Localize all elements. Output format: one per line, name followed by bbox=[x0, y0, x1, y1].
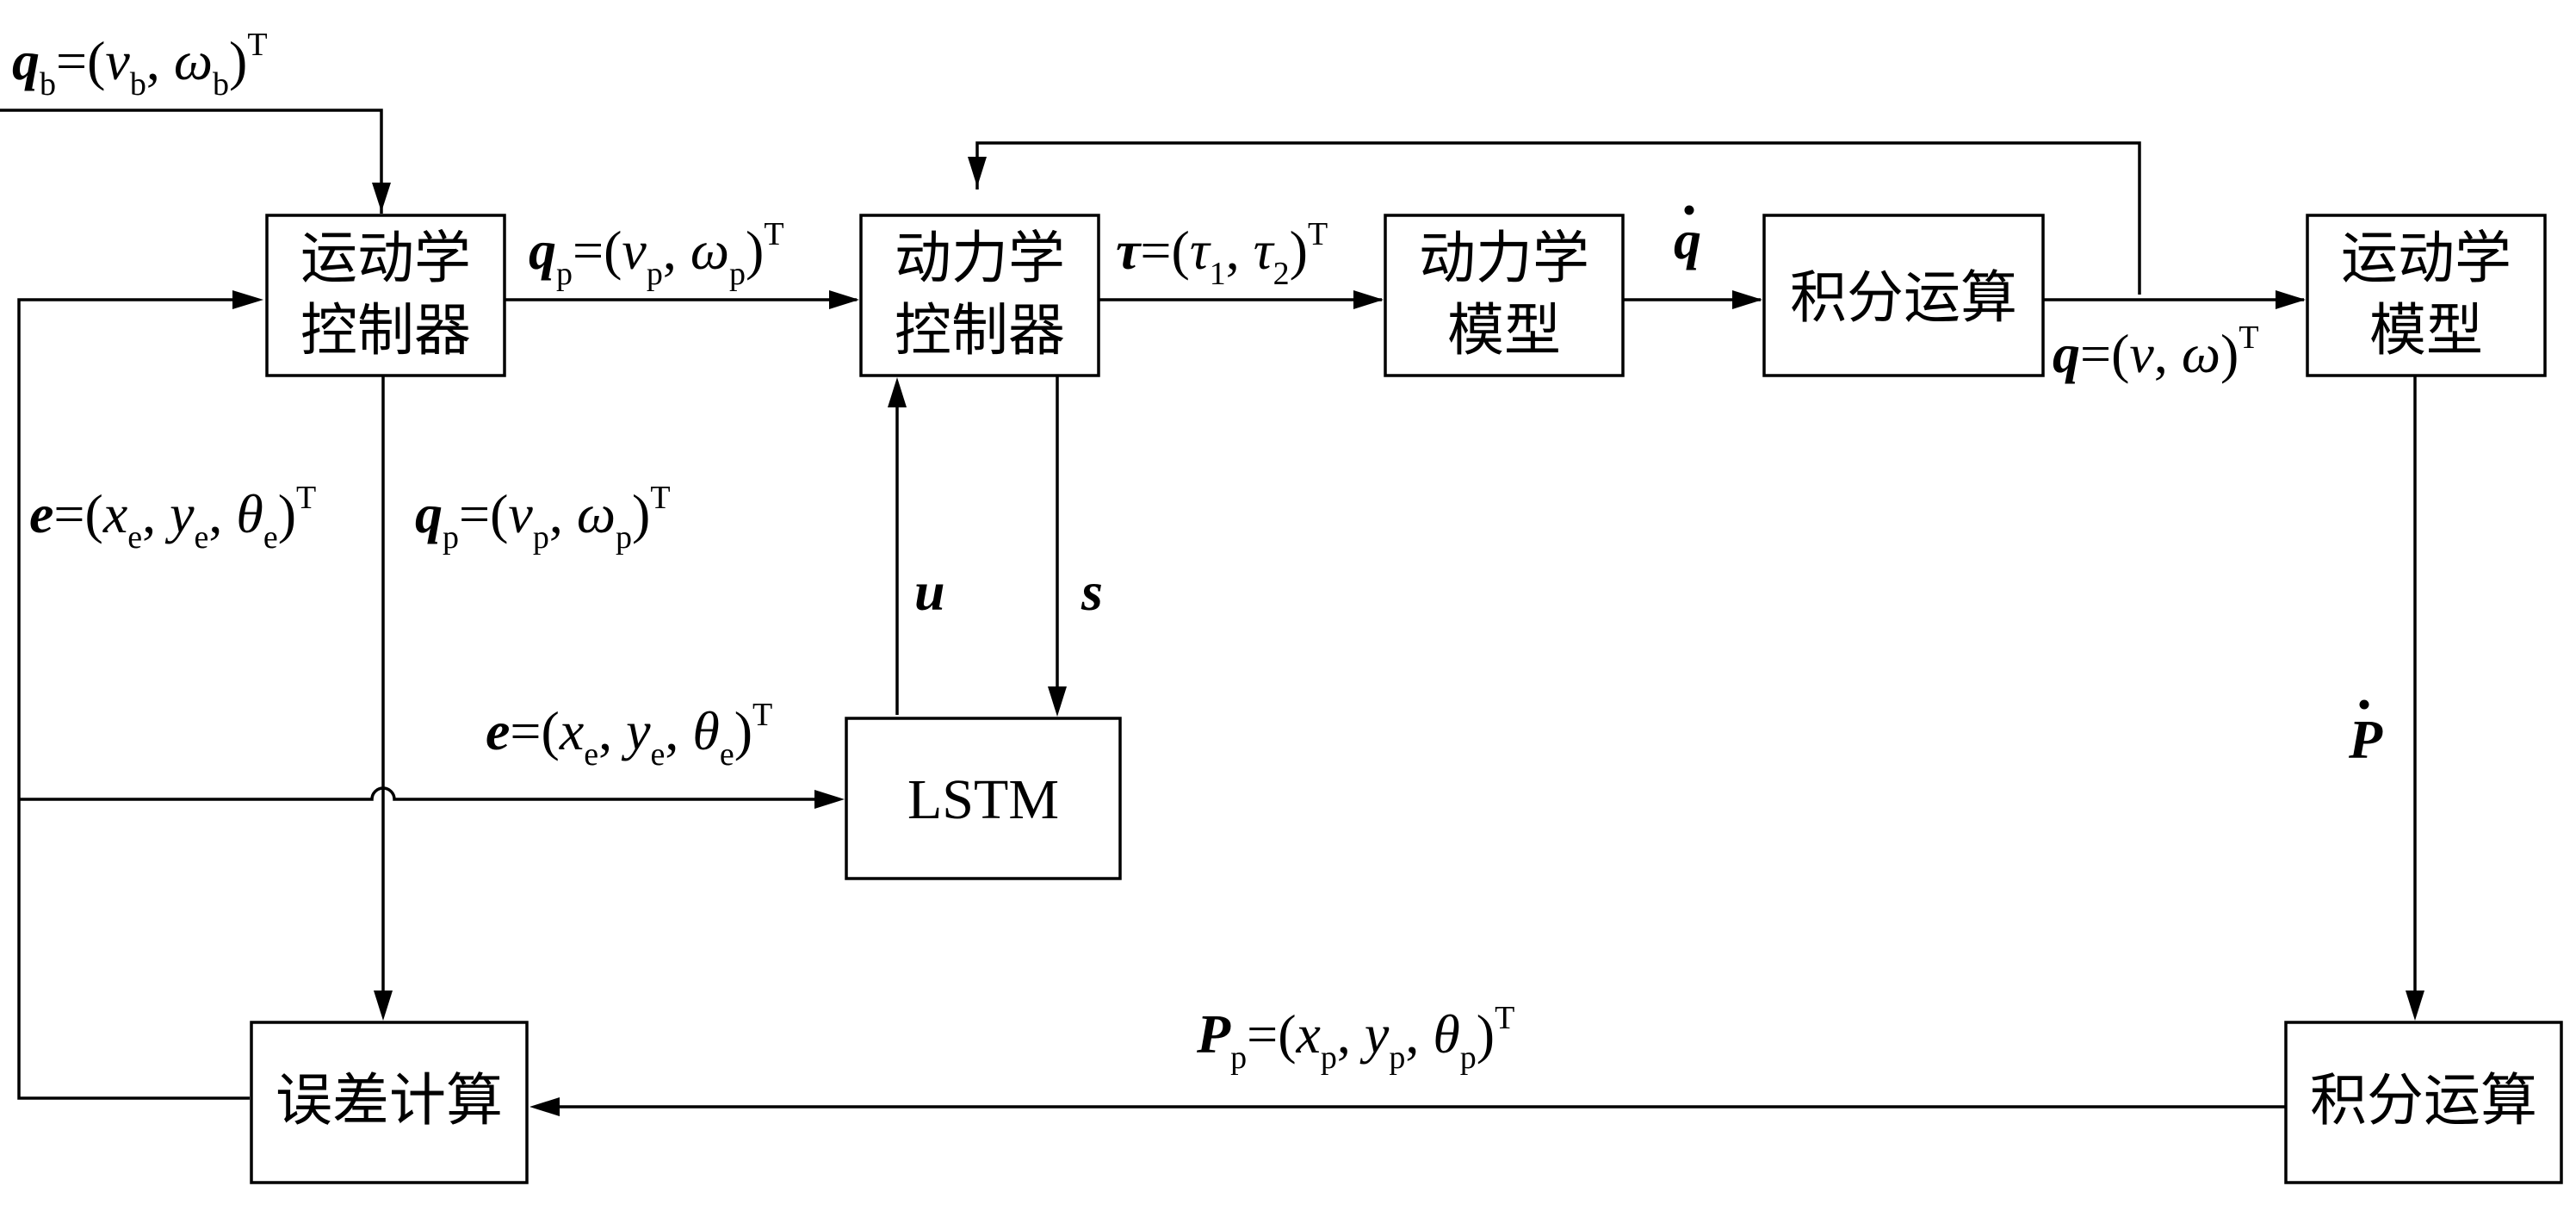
arrowhead-into-kin-controller-top bbox=[372, 183, 391, 212]
arrowhead-into-int2 bbox=[2406, 991, 2424, 1021]
block-label-line1: 动力学 bbox=[895, 227, 1065, 290]
block-label: 积分运算 bbox=[2310, 1070, 2537, 1133]
wire-qb-input bbox=[0, 109, 383, 214]
symbol: q bbox=[12, 30, 40, 91]
block-label: 误差计算 bbox=[276, 1070, 503, 1133]
wire-e-feedback bbox=[17, 298, 250, 1100]
symbol: P bbox=[2348, 709, 2383, 770]
dynamic-controller-block: 动力学 控制器 bbox=[859, 214, 1100, 377]
symbol: q bbox=[1674, 209, 1701, 270]
arrowhead-s bbox=[1048, 686, 1067, 717]
block-label-line1: 动力学 bbox=[1419, 227, 1589, 290]
arrowhead-p-into-error bbox=[529, 1097, 560, 1116]
signal-label-tau: τ=(τ1, τ2)T bbox=[1116, 216, 1328, 292]
signal-label-p-dot: P bbox=[2348, 699, 2383, 770]
block-label-line1: 运动学 bbox=[300, 227, 471, 290]
signal-label-u: u bbox=[914, 561, 945, 622]
block-label-line2: 模型 bbox=[2369, 300, 2483, 363]
signal-label-s: s bbox=[1081, 561, 1103, 622]
block-label: LSTM bbox=[907, 768, 1059, 831]
integrator-block-2: 积分运算 bbox=[2284, 1021, 2563, 1184]
arrowhead-into-kin-model bbox=[2276, 290, 2306, 309]
block-label-line2: 控制器 bbox=[300, 300, 471, 363]
arrowhead-into-int1 bbox=[1732, 290, 1762, 309]
wire-e-to-lstm bbox=[19, 786, 818, 801]
arrowhead-into-lstm bbox=[814, 790, 845, 809]
signal-label-q: q=(v, ω)T bbox=[2053, 320, 2259, 384]
signal-label-e-left: e=(xe, ye, θe)T bbox=[29, 480, 316, 556]
wires bbox=[0, 109, 2417, 1109]
signal-label-qp-top: qp=(vp, ωp)T bbox=[529, 216, 784, 292]
signal-label-q-dot: q bbox=[1674, 205, 1701, 270]
kinematic-model-block: 运动学 模型 bbox=[2306, 214, 2547, 377]
kinematic-controller-block: 运动学 控制器 bbox=[265, 214, 506, 377]
signal-label-qb: qb=(vb, ωb)T bbox=[12, 27, 268, 102]
arrowhead-u bbox=[888, 377, 907, 407]
derivative-dot bbox=[1684, 205, 1694, 215]
arrowhead-q-feedback bbox=[968, 157, 987, 187]
block-label: 积分运算 bbox=[1790, 267, 2017, 330]
arrowhead-into-kin-controller-left bbox=[232, 290, 263, 309]
lstm-block: LSTM bbox=[845, 717, 1122, 880]
signal-label-qp-left: qp=(vp, ωp)T bbox=[415, 480, 671, 556]
signal-label-e-lstm: e=(xe, ye, θe)T bbox=[486, 697, 772, 773]
block-label-line2: 模型 bbox=[1447, 300, 1561, 363]
error-calculation-block: 误差计算 bbox=[250, 1021, 529, 1184]
derivative-dot bbox=[2359, 699, 2369, 710]
integrator-block-1: 积分运算 bbox=[1762, 214, 2045, 377]
block-label-line2: 控制器 bbox=[895, 300, 1065, 363]
arrowhead-into-error-calc bbox=[374, 991, 393, 1021]
dynamics-model-block: 动力学 模型 bbox=[1384, 214, 1625, 377]
arrowhead-into-dyn-controller bbox=[829, 290, 859, 309]
arrowhead-into-dyn-model bbox=[1353, 290, 1384, 309]
signal-label-pp: Pp=(xp, yp, θp)T bbox=[1196, 1000, 1514, 1076]
arrowheads bbox=[232, 157, 2424, 1116]
block-label-line1: 运动学 bbox=[2341, 227, 2511, 290]
